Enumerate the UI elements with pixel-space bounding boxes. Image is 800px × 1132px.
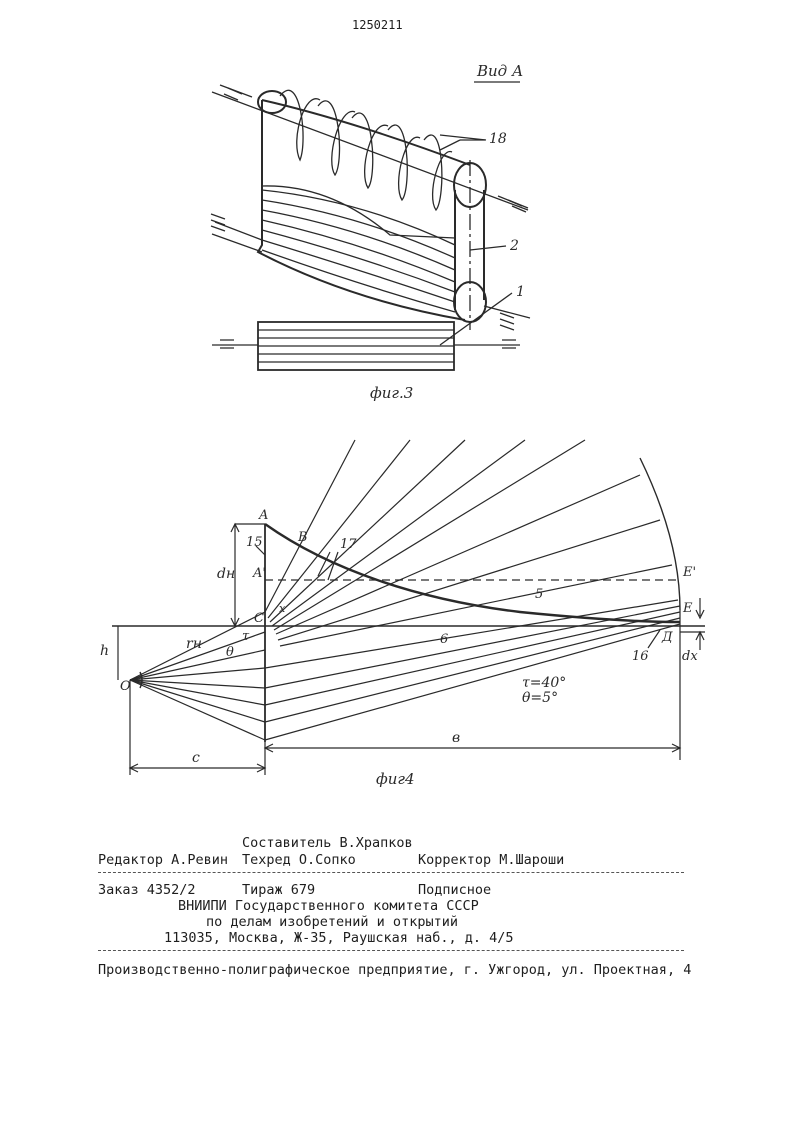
dim-h: h — [100, 643, 109, 659]
param-theta: θ=5° — [522, 690, 558, 706]
label-x: x — [279, 602, 286, 615]
address-line: 113035, Москва, Ж-35, Раушская наб., д. … — [164, 930, 514, 946]
subscription-line: Подписное — [418, 882, 492, 898]
editor-line: Редактор А.Ревин — [98, 852, 229, 868]
point-B: B — [297, 530, 308, 545]
point-C: C — [254, 611, 264, 626]
separator-2 — [98, 950, 684, 951]
printer-line: Производственно-полиграфическое предприя… — [98, 962, 692, 978]
point-A-prime: A' — [252, 566, 266, 581]
dim-c: c — [192, 750, 200, 766]
order-line: Заказ 4352/2 — [98, 882, 196, 898]
point-O: O — [120, 679, 131, 694]
label-6: 6 — [440, 632, 448, 647]
angle-tau: τ — [242, 629, 250, 644]
compiler-line: Составитель В.Храпков — [242, 835, 413, 851]
view-label: Вид А — [476, 62, 523, 80]
circulation-line: Тираж 679 — [242, 882, 316, 898]
org-line-2: по делам изобретений и открытий — [206, 914, 458, 930]
param-tau: τ=40° — [522, 675, 566, 691]
callout-18: 18 — [489, 131, 507, 147]
dim-dx: dx — [682, 649, 698, 664]
dim-dn: dн — [217, 566, 235, 582]
point-E: E — [682, 601, 693, 616]
techred-line: Техред О.Сопко — [242, 852, 356, 868]
label-17: 17 — [340, 537, 357, 552]
fig3-caption: фиг.3 — [370, 384, 413, 402]
callout-1: 1 — [516, 284, 525, 300]
angle-theta: θ — [226, 645, 234, 660]
point-E-prime: E' — [682, 565, 696, 580]
separator-1 — [98, 872, 684, 873]
label-15: 15 — [246, 535, 263, 550]
point-A: A — [258, 508, 268, 523]
fig4-caption: фиг4 — [376, 770, 415, 788]
dim-b: в — [452, 730, 460, 746]
point-D: Д — [661, 630, 673, 645]
label-16: 16 — [632, 649, 649, 664]
org-line-1: ВНИИПИ Государственного комитета СССР — [178, 898, 479, 914]
patent-number: 1250211 — [352, 18, 403, 32]
corrector-line: Корректор М.Шароши — [418, 852, 565, 868]
callout-2: 2 — [509, 238, 519, 254]
dim-rn: rн — [186, 636, 202, 652]
label-5: 5 — [535, 587, 543, 602]
